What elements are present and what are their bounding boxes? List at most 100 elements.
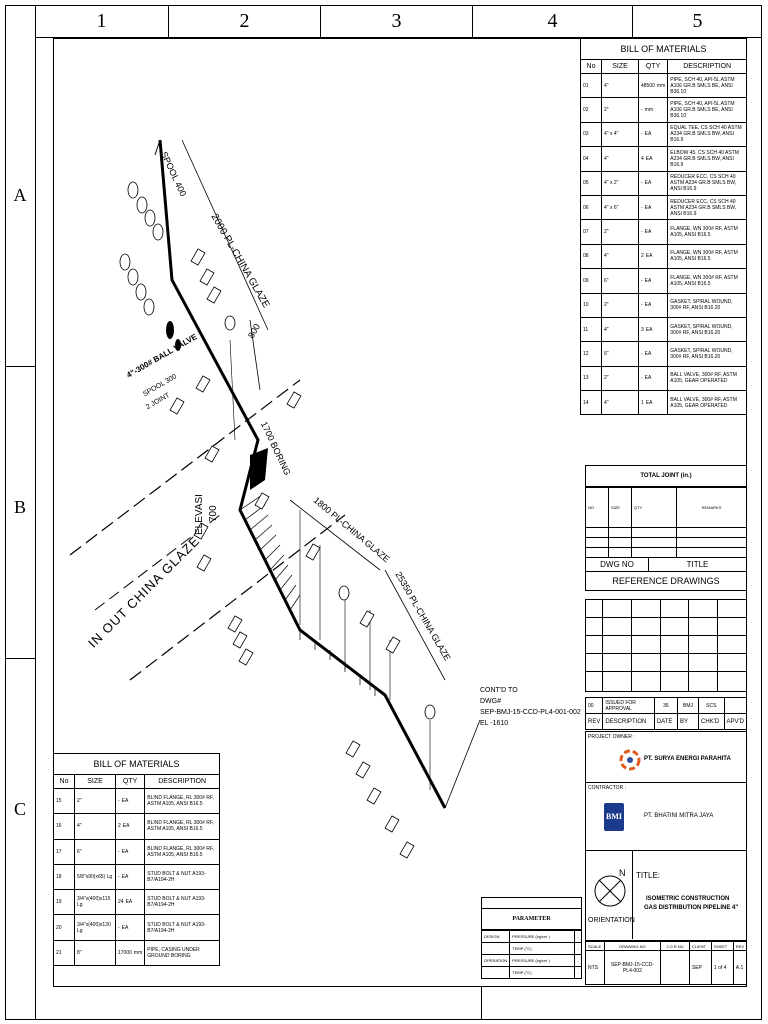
bom-qty-unit: EA (644, 229, 652, 236)
bom-no: 09 (580, 268, 602, 294)
title-info-table: SCALE DRAWING NO J.O.R.NU CLIENT SHEET R… (585, 941, 748, 985)
bom-no: 21 (53, 939, 75, 967)
bom-desc: STUD BOLT & NUT A193-B7/A194-2H (144, 863, 220, 891)
bom-no: 12 (580, 341, 602, 367)
boring-hatch (239, 494, 376, 696)
tb-rev: A.1 (732, 950, 748, 985)
bom-qty: -EA (637, 219, 669, 245)
owner-block: PROJECT OWNER : PT. SURYA ENERGI PARAHIT… (585, 731, 747, 783)
tb-h-rev: REV (732, 941, 748, 951)
bom-qty-value: - (641, 302, 643, 309)
bom-qty-value: 4 (641, 155, 644, 162)
bom-desc: GASKET, SPIRAL WOUND, 300# RF, ANSI B16.… (667, 316, 747, 343)
tj-col-size: SIZE (608, 487, 632, 528)
rev-date: 36 (653, 697, 679, 714)
bom-qty: -mm (637, 97, 669, 123)
param-group (480, 966, 511, 979)
bom-desc: BLIND FLANGE, RL 300# RF, ASTM A105, ANS… (144, 838, 220, 865)
leader-contd (444, 719, 481, 809)
param-group (480, 942, 511, 955)
bom-size: 2" (74, 787, 116, 815)
bom-qty-value: - (641, 107, 643, 114)
bubble-16 (127, 268, 139, 286)
rev-h-date: DATE (653, 713, 679, 730)
param-name: TEMP (°C) (509, 966, 576, 979)
param-name: TEMP (°C) (509, 942, 576, 955)
bom-qty: -EA (114, 914, 146, 941)
bom-desc: GASKET, SPIRAL WOUND, 300# RF, ANSI B16.… (667, 292, 747, 318)
bom-size: 3/4"x(400)x115 Lg (74, 889, 116, 916)
bom-desc: PIPE, CASING UNDER GROUND BORING (144, 939, 220, 967)
bom-qty-value: 3 (641, 326, 644, 333)
bom-qty-unit: EA (644, 180, 652, 187)
bom-qty-unit: EA (121, 848, 129, 855)
bom-size: 6" (601, 268, 639, 294)
revision-table: 00 ISSUED FOR APPROVAL 36 BMJ SCS REV DE… (584, 697, 748, 730)
tb-h-jor: J.O.R.NU (660, 941, 690, 951)
bom-qty-unit: mm (656, 82, 666, 89)
tj-col-remarks: REMARKS (676, 487, 747, 528)
bom-qty-unit: EA (645, 326, 653, 333)
bom-qty-value: - (641, 375, 643, 382)
contractor-name: PT. BHATINI MITRA JAYA (644, 813, 714, 819)
bom-bottom-col-desc: DESCRIPTION (144, 774, 220, 789)
bom-qty-unit: EA (121, 874, 129, 881)
bom-no: 02 (580, 97, 602, 123)
tb-client: SEP (688, 950, 712, 985)
rev-h-apvd: APV'D (723, 713, 748, 730)
item-bubbles (119, 181, 436, 720)
bom-desc: BALL VALVE, 300# RF, ASTM A105, GEAR OPE… (667, 365, 747, 392)
bom-desc: BLIND FLANGE, RL 300# RF, ASTM A105, ANS… (144, 813, 220, 840)
tb-h-scale: SCALE (585, 941, 605, 951)
bom-qty: -EA (637, 194, 669, 221)
ref-grid (585, 599, 747, 692)
bom-no: 13 (580, 365, 602, 392)
bom-no: 04 (580, 146, 602, 172)
bom-qty-value: - (118, 874, 120, 881)
bom-desc: REDUCER ECC, CS SCH 40 ASTM A234 GR.B SM… (667, 170, 747, 196)
bom-qty-value: - (641, 229, 643, 236)
owner-label: PROJECT OWNER : (588, 734, 635, 740)
bom-no: 01 (580, 72, 602, 99)
ref-dwg-no: DWG NO (586, 558, 649, 571)
bom-desc: PIPE, SCH 40, API-5L ASTM A106 GR.B SMLS… (667, 72, 747, 99)
bubble-05 (136, 196, 148, 214)
bom-no: 17 (53, 838, 75, 865)
bom-no: 11 (580, 316, 602, 343)
grid-row-divider (35, 5, 36, 1020)
contd-dwg-hash: DWG# (480, 698, 501, 705)
rev-h-desc: DESCRIPTION (602, 713, 655, 730)
bom-no: 19 (53, 889, 75, 916)
bom-qty-value: - (118, 848, 120, 855)
bom-qty-value: 2 (118, 823, 121, 830)
bom-no: 08 (580, 243, 602, 270)
param-group: DESIGN (480, 930, 511, 943)
bom-qty-value: - (118, 924, 120, 931)
tb-jor (660, 950, 690, 985)
bubble-03 (152, 223, 164, 241)
rev-by: BMJ (676, 697, 700, 714)
dim-25350 (384, 569, 446, 681)
bom-size: 4" x 4" (601, 121, 639, 148)
bom-bottom-col-size: SIZE (74, 774, 116, 789)
grid-col-4: 4 (473, 5, 633, 38)
rev-chkd: SCS (698, 697, 725, 714)
contractor-logo: BMI (604, 803, 624, 831)
tb-scale: NTS (585, 950, 605, 985)
grid-row-b: B (5, 367, 35, 659)
tb-dwgno: SEP-BMJ-15-CCD-PL4-002 (603, 950, 662, 985)
bom-no: 06 (580, 194, 602, 221)
bom-no: 10 (580, 292, 602, 318)
bom-qty: -EA (637, 292, 669, 318)
bom-size: 6" (74, 838, 116, 865)
